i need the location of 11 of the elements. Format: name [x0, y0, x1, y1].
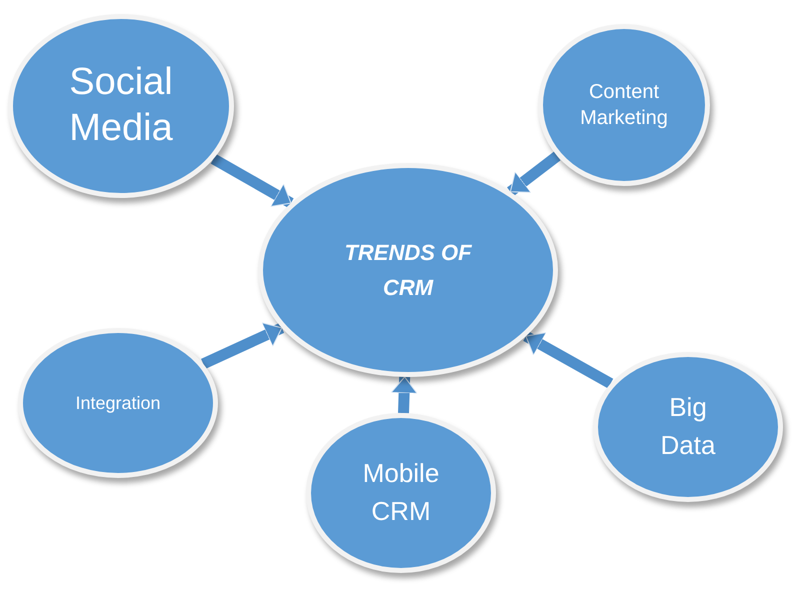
block-arrow: [523, 331, 614, 388]
block-arrow: [201, 322, 284, 369]
block-arrow: [210, 154, 294, 208]
trend-label: Big Data: [660, 391, 716, 462]
trend-label: Mobile CRM: [362, 457, 440, 528]
trend-label: Social Media: [68, 60, 174, 151]
trend-label: Integration: [75, 392, 161, 415]
trend-label: Content Marketing: [579, 80, 669, 131]
block-arrow: [390, 376, 418, 414]
block-arrow: [507, 152, 561, 196]
trend-label: TRENDS OF CRM: [343, 238, 473, 302]
